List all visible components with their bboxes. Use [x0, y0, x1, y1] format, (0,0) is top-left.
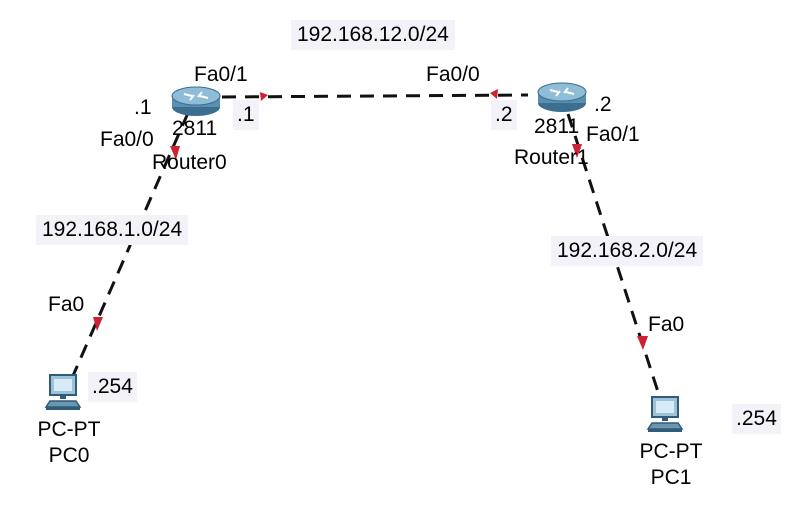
router0-port-up: Fa0/1 — [194, 63, 248, 86]
port-marker-pc1-fa0 — [637, 336, 648, 350]
pc1-port: Fa0 — [648, 313, 685, 336]
router0-name: Router0 — [152, 151, 227, 174]
network-label-right: 192.168.2.0/24 — [551, 236, 704, 266]
pc0-model: PC-PT — [37, 418, 101, 441]
port-marker-r0-fa01 — [260, 92, 268, 101]
router0-addr-down: .1 — [134, 96, 152, 119]
router1-model: 2811 — [534, 115, 580, 138]
pc0-name: PC0 — [48, 444, 90, 467]
port-marker-pc0-fa0 — [93, 317, 103, 331]
pc0-addr: .254 — [88, 372, 137, 402]
port-marker-r1-fa01 — [572, 144, 582, 158]
pc-icon[interactable] — [44, 373, 84, 413]
pc1-model: PC-PT — [639, 440, 703, 463]
link-router0-pc0[interactable] — [70, 112, 190, 379]
network-label-top: 192.168.12.0/24 — [291, 20, 455, 50]
network-label-left: 192.168.1.0/24 — [36, 215, 189, 245]
router0-port-down: Fa0/0 — [100, 128, 154, 151]
router1-port-down: Fa0/1 — [586, 123, 640, 146]
router1-addr-up: .2 — [491, 100, 517, 130]
link-router0-router1[interactable] — [221, 93, 529, 99]
router1-name: Router1 — [514, 146, 589, 169]
pc0-label: PC-PT PC0 — [20, 417, 118, 469]
router1-addr-down: .2 — [594, 93, 612, 116]
router-icon[interactable] — [170, 84, 222, 118]
port-marker-r0-fa00 — [170, 146, 180, 160]
pc1-addr: .254 — [732, 404, 781, 434]
router0-model: 2811 — [172, 117, 218, 140]
pc0-port: Fa0 — [48, 293, 85, 316]
port-marker-r1-fa00 — [490, 89, 498, 99]
router0-addr-up: .1 — [233, 100, 259, 130]
pc1-label: PC-PT PC1 — [622, 439, 720, 491]
pc1-name: PC1 — [650, 466, 692, 489]
router-icon[interactable] — [536, 80, 588, 114]
router1-port-up: Fa0/0 — [426, 63, 480, 86]
pc-icon[interactable] — [646, 395, 686, 435]
